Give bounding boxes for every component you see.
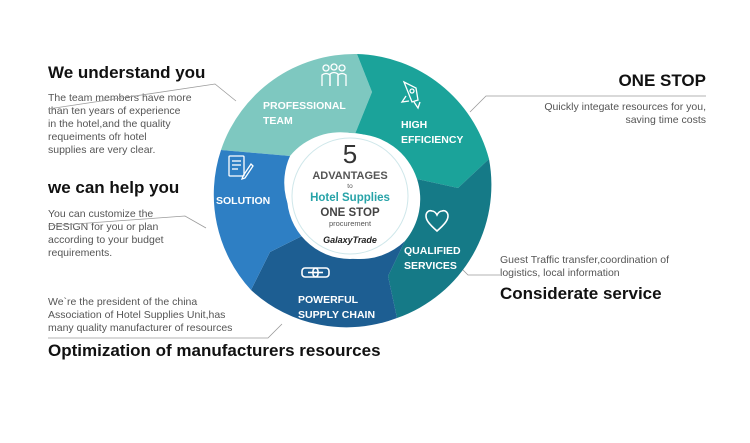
manufacturers-heading: Optimization of manufacturers resources xyxy=(48,341,381,360)
manufacturers-description: We`re the president of the china Associa… xyxy=(48,296,232,335)
center-circle xyxy=(287,133,413,259)
help-heading: we can help you xyxy=(48,178,180,197)
heart-icon xyxy=(425,209,449,233)
help-desc-line: according to your budget xyxy=(48,234,164,246)
connector-understand xyxy=(47,83,237,110)
manufacturers-desc-line: many quality manufacturer of resources xyxy=(48,322,233,334)
understand-description: The team members have more than ten year… xyxy=(48,92,192,157)
segment-powerful-supply-chain xyxy=(251,233,405,328)
brand-logo: GalaxyTrade xyxy=(323,235,377,245)
rocket-icon xyxy=(400,80,421,110)
label-high: HIGH xyxy=(401,119,427,131)
considerate-desc-line: Guest Traffic transfer,coordination of xyxy=(500,254,670,266)
segment-professional-team xyxy=(221,53,372,156)
label-supply-chain: SUPPLY CHAIN xyxy=(298,309,375,321)
understand-desc-line: in the hotel,and the quality xyxy=(48,118,171,130)
label-team: TEAM xyxy=(263,115,293,127)
people-icon xyxy=(321,63,347,86)
one-stop-desc-line: saving time costs xyxy=(625,114,706,126)
segment-high-efficiency xyxy=(355,54,489,188)
center-advantages: ADVANTAGES xyxy=(312,170,387,182)
manufacturers-desc-line: We`re the president of the china xyxy=(48,296,198,308)
label-powerful: POWERFUL xyxy=(298,294,359,306)
label-professional: PROFESSIONAL xyxy=(263,100,346,112)
center-procurement: procurement xyxy=(329,219,372,228)
connector-help xyxy=(47,215,207,229)
help-desc-line: You can customize the xyxy=(48,208,154,220)
understand-desc-line: than ten years of experience xyxy=(48,105,181,117)
connector-lines xyxy=(47,83,706,339)
understand-desc-line: supplies are very clear. xyxy=(48,144,156,156)
segment-qualified-services xyxy=(388,159,492,318)
center-ring xyxy=(291,137,409,255)
center-hotel-supplies: Hotel Supplies xyxy=(310,192,390,204)
center-one-stop: ONE STOP xyxy=(320,207,380,219)
understand-desc-line: requeiments ofr hotel xyxy=(48,131,147,143)
connector-manufacturers xyxy=(48,323,283,339)
considerate-heading: Considerate service xyxy=(500,284,662,303)
label-solution: SOLUTION xyxy=(216,195,270,207)
one-stop-heading: ONE STOP xyxy=(618,71,706,90)
understand-heading: We understand you xyxy=(48,63,206,82)
segment-solution xyxy=(213,150,308,290)
chain-link-icon xyxy=(301,267,330,278)
help-desc-line: requirements. xyxy=(48,247,113,259)
label-services: SERVICES xyxy=(404,260,457,272)
wheel-segments xyxy=(213,53,492,328)
considerate-desc-line: logistics, local information xyxy=(500,267,620,279)
connector-one-stop xyxy=(469,95,706,113)
center-to: to xyxy=(347,183,353,190)
label-efficiency: EFFICIENCY xyxy=(401,134,463,146)
manufacturers-desc-line: Association of Hotel Supplies Unit,has xyxy=(48,309,226,321)
center-number: 5 xyxy=(343,139,357,169)
document-pencil-icon xyxy=(228,155,254,181)
label-qualified: QUALIFIED xyxy=(404,245,461,257)
one-stop-description: Quickly integate resources for you, savi… xyxy=(544,101,706,127)
one-stop-desc-line: Quickly integate resources for you, xyxy=(544,101,706,113)
considerate-description: Guest Traffic transfer,coordination of l… xyxy=(500,254,669,280)
